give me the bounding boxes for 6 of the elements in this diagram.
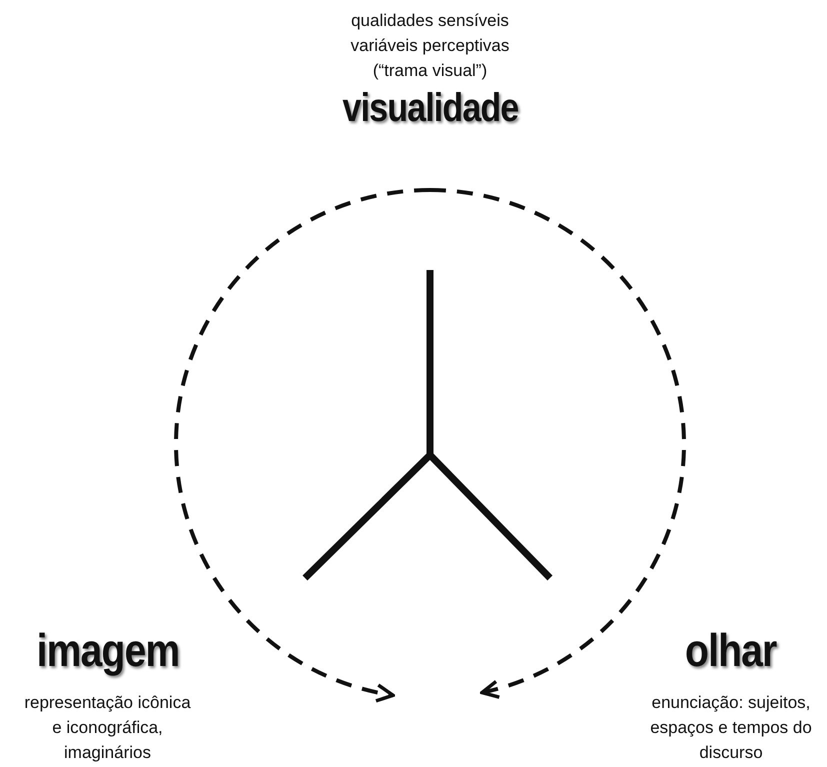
concept-heading: olhar xyxy=(685,623,777,678)
concept-heading: imagem xyxy=(36,623,179,678)
concept-heading: visualidade xyxy=(342,85,518,132)
concept-description: enunciação: sujeitos, espaços e tempos do discurso xyxy=(649,692,813,764)
concept-description: qualidades sensíveis variáveis perceptivas (“trama visual”) xyxy=(350,10,510,82)
concept-description: representação icônica e iconográfica, imaginários xyxy=(23,692,192,764)
